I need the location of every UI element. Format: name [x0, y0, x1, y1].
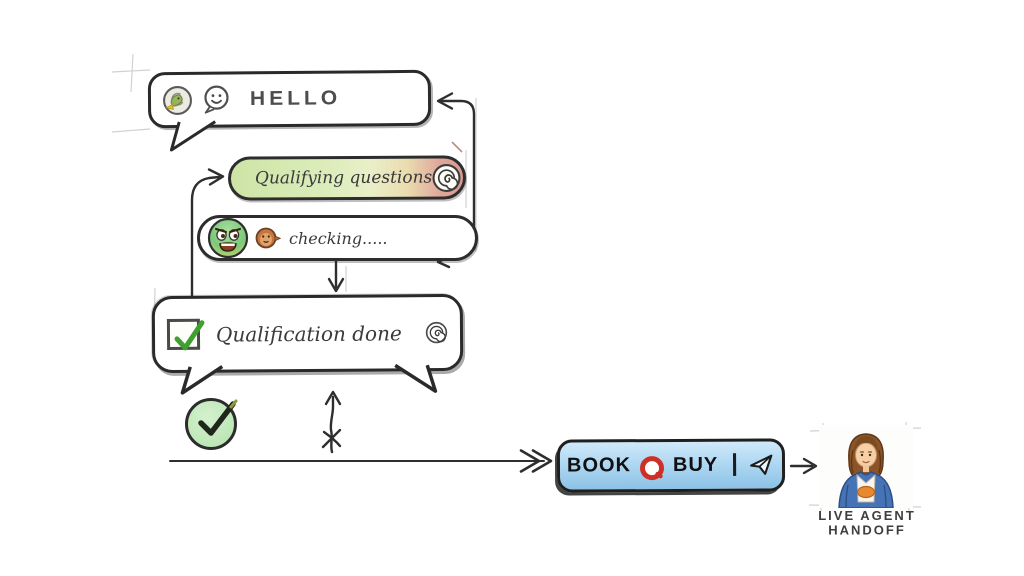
red-ring-icon [639, 455, 665, 480]
send-plane-icon [748, 451, 775, 478]
checking-pill: checking..... [197, 215, 478, 261]
live-agent-avatar [819, 425, 913, 509]
check-circle-icon [185, 398, 238, 450]
angry-green-face-icon [206, 216, 250, 260]
checkbox-checked-icon [166, 318, 205, 351]
qualification-done-label: Qualification done [215, 320, 402, 347]
live-agent-handoff-label: LIVE AGENT HANDOFF [806, 508, 928, 538]
handoff-label-line2: HANDOFF [828, 522, 906, 537]
qualification-bubble-tail-left [180, 365, 224, 395]
checking-label: checking..... [289, 228, 388, 248]
book-buy-button: BOOK BUY | [556, 438, 786, 493]
qualification-bubble-tail-right [394, 363, 438, 393]
spiral-icon [432, 163, 461, 192]
hello-bubble: HELLO [147, 69, 432, 152]
spiral-icon [425, 321, 448, 344]
book-label: BOOK [566, 454, 632, 477]
qualifying-questions-pill: Qualifying questions [227, 155, 467, 201]
small-orange-face-icon [255, 226, 281, 250]
smiley-chat-icon [202, 85, 231, 115]
arrow-button-to-agent [789, 457, 818, 475]
qualification-done-bubble: Qualification done [151, 293, 464, 395]
qualifying-questions-label: Qualifying questions [254, 167, 433, 189]
hello-label: HELLO [249, 87, 342, 110]
arrow-up-from-line [321, 390, 342, 454]
bot-bird-avatar-icon [162, 84, 193, 115]
buy-label: BUY [672, 453, 719, 476]
arrow-line-to-button [169, 449, 553, 473]
separator-bar: | [731, 449, 739, 477]
handoff-label-line1: LIVE AGENT [818, 508, 916, 524]
pencil-tick-mark [451, 141, 463, 153]
arrow-down-to-qualification [327, 254, 345, 293]
hello-bubble-tail [169, 120, 217, 152]
